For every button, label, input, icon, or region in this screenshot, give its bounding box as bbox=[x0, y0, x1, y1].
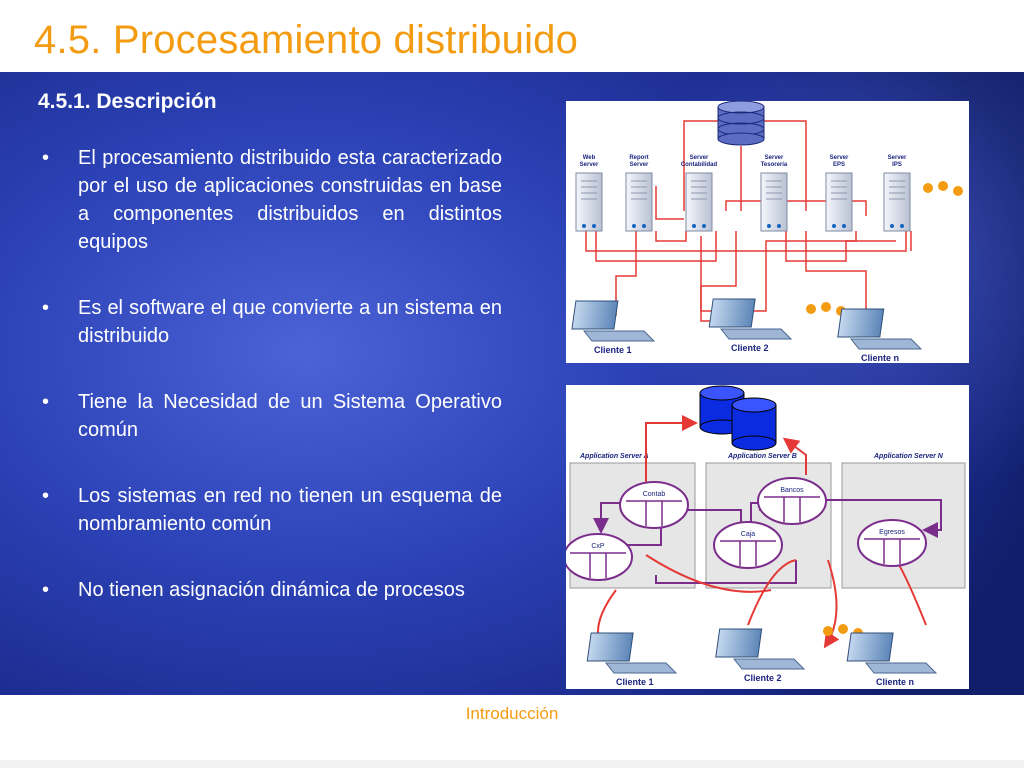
client-label: Cliente 2 bbox=[744, 673, 782, 683]
software-component: Contab bbox=[619, 481, 689, 529]
component-label: CxP bbox=[591, 543, 605, 550]
app-server-label: Application Server B bbox=[727, 453, 797, 460]
client-group: Cliente 1 Cliente 2 Cliente n bbox=[586, 628, 938, 687]
bullet-item: • Es el software el que convierte a un si… bbox=[40, 294, 502, 350]
bullet-dot: • bbox=[42, 485, 50, 507]
bullet-dot: • bbox=[42, 579, 50, 601]
component-label: Contab bbox=[643, 491, 666, 498]
software-component: Bancos bbox=[757, 477, 827, 525]
bullet-dot: • bbox=[42, 391, 50, 413]
client-label: Cliente 1 bbox=[594, 345, 632, 355]
client-computer-icon: Cliente 2 bbox=[708, 298, 793, 353]
bullet-item: • No tienen asignación dinámica de proces… bbox=[40, 576, 502, 604]
database-icon bbox=[699, 385, 777, 451]
server-label: Web bbox=[583, 155, 596, 161]
bullet-item: • El procesamiento distribuido esta carac… bbox=[40, 144, 502, 256]
client-label: Cliente 2 bbox=[731, 343, 769, 353]
app-server-label: Application Server A bbox=[579, 453, 649, 460]
server-label: Server bbox=[765, 155, 784, 161]
client-computer-icon: Cliente n bbox=[846, 632, 938, 687]
server-label: EPS bbox=[833, 162, 845, 168]
bullet-dot: • bbox=[42, 147, 50, 169]
server-label: Server bbox=[630, 162, 649, 168]
server-label: Contabilidad bbox=[681, 162, 718, 168]
client-label: Cliente n bbox=[876, 677, 914, 687]
server-label: IPS bbox=[892, 162, 902, 168]
software-component: Caja bbox=[713, 521, 783, 569]
server-label: Server bbox=[580, 162, 599, 168]
bullet-item: • Tiene la Necesidad de un Sistema Operat… bbox=[40, 388, 502, 444]
bullet-text: Los sistemas en red no tienen un esquema… bbox=[78, 485, 502, 535]
slide-title: 4.5. Procesamiento distribuido bbox=[34, 18, 579, 62]
component-label: Bancos bbox=[780, 487, 804, 494]
client-computer-icon: Cliente 1 bbox=[586, 632, 678, 687]
section-subtitle: 4.5.1. Descripción bbox=[38, 90, 217, 113]
bullet-text: Tiene la Necesidad de un Sistema Operati… bbox=[78, 391, 502, 441]
software-component: Egresos bbox=[857, 519, 927, 567]
client-computer-icon: Cliente n bbox=[837, 308, 923, 363]
bullet-text: Es el software el que convierte a un sis… bbox=[78, 297, 502, 347]
component-label: Egresos bbox=[879, 529, 905, 536]
app-servers-diagram-svg: Application Server A Application Server … bbox=[566, 385, 966, 687]
server-label: Server bbox=[830, 155, 849, 161]
app-server-label: Application Server N bbox=[873, 453, 944, 460]
server-label: Server bbox=[888, 155, 907, 161]
footer-label: Introducción bbox=[465, 704, 559, 723]
application-servers-diagram: Application Server A Application Server … bbox=[566, 385, 969, 689]
client-computer-icon: Cliente 1 bbox=[571, 300, 656, 355]
bullet-text: El procesamiento distribuido esta caract… bbox=[78, 147, 502, 253]
client-label: Cliente 1 bbox=[616, 677, 654, 687]
client-label: Cliente n bbox=[861, 353, 899, 363]
software-component: CxP bbox=[566, 533, 633, 581]
bullet-text: No tienen asignación dinámica de proceso… bbox=[78, 579, 465, 601]
database-icon bbox=[717, 101, 765, 146]
server-label: Report bbox=[629, 155, 648, 161]
server-group: WebServerReportServerServerContabilidadS… bbox=[575, 155, 911, 232]
bullet-dot: • bbox=[42, 297, 50, 319]
client-group: Cliente 1 Cliente 2 Cliente n bbox=[571, 298, 923, 363]
component-label: Caja bbox=[741, 531, 756, 538]
bullet-list: • El procesamiento distribuido esta carac… bbox=[40, 144, 502, 642]
server-label: Server bbox=[690, 155, 709, 161]
client-computer-icon: Cliente 2 bbox=[715, 628, 806, 683]
servers-diagram-svg: WebServerReportServerServerContabilidadS… bbox=[571, 101, 963, 363]
bullet-item: • Los sistemas en red no tienen un esquem… bbox=[40, 482, 502, 538]
bottom-strip bbox=[0, 760, 1024, 768]
server-label: Tesorería bbox=[761, 162, 788, 168]
network-links bbox=[585, 120, 912, 322]
